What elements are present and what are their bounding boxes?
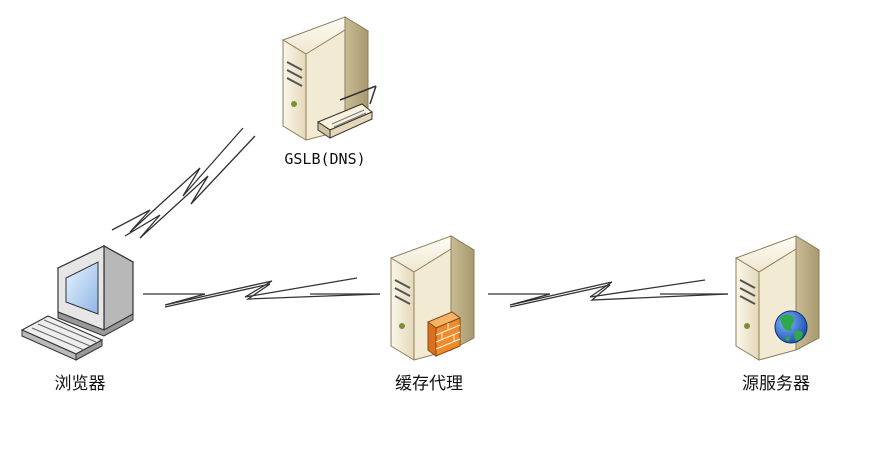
link-browser-gslb	[111, 127, 256, 239]
web-server-globe-icon	[734, 235, 821, 361]
link-cache-origin	[488, 279, 729, 308]
firewall-icon	[427, 311, 461, 357]
proxy-server-firewall-icon	[389, 235, 476, 361]
origin-server-label: 源服务器	[742, 374, 810, 394]
globe-icon	[774, 310, 808, 344]
gslb-dns-label: GSLB(DNS)	[284, 150, 366, 168]
dns-server-icon	[281, 16, 377, 141]
browser-label: 浏览器	[54, 374, 106, 394]
desktop-computer-icon	[20, 244, 135, 361]
link-browser-cache	[143, 277, 381, 308]
cache-proxy-label: 缓存代理	[395, 374, 463, 394]
